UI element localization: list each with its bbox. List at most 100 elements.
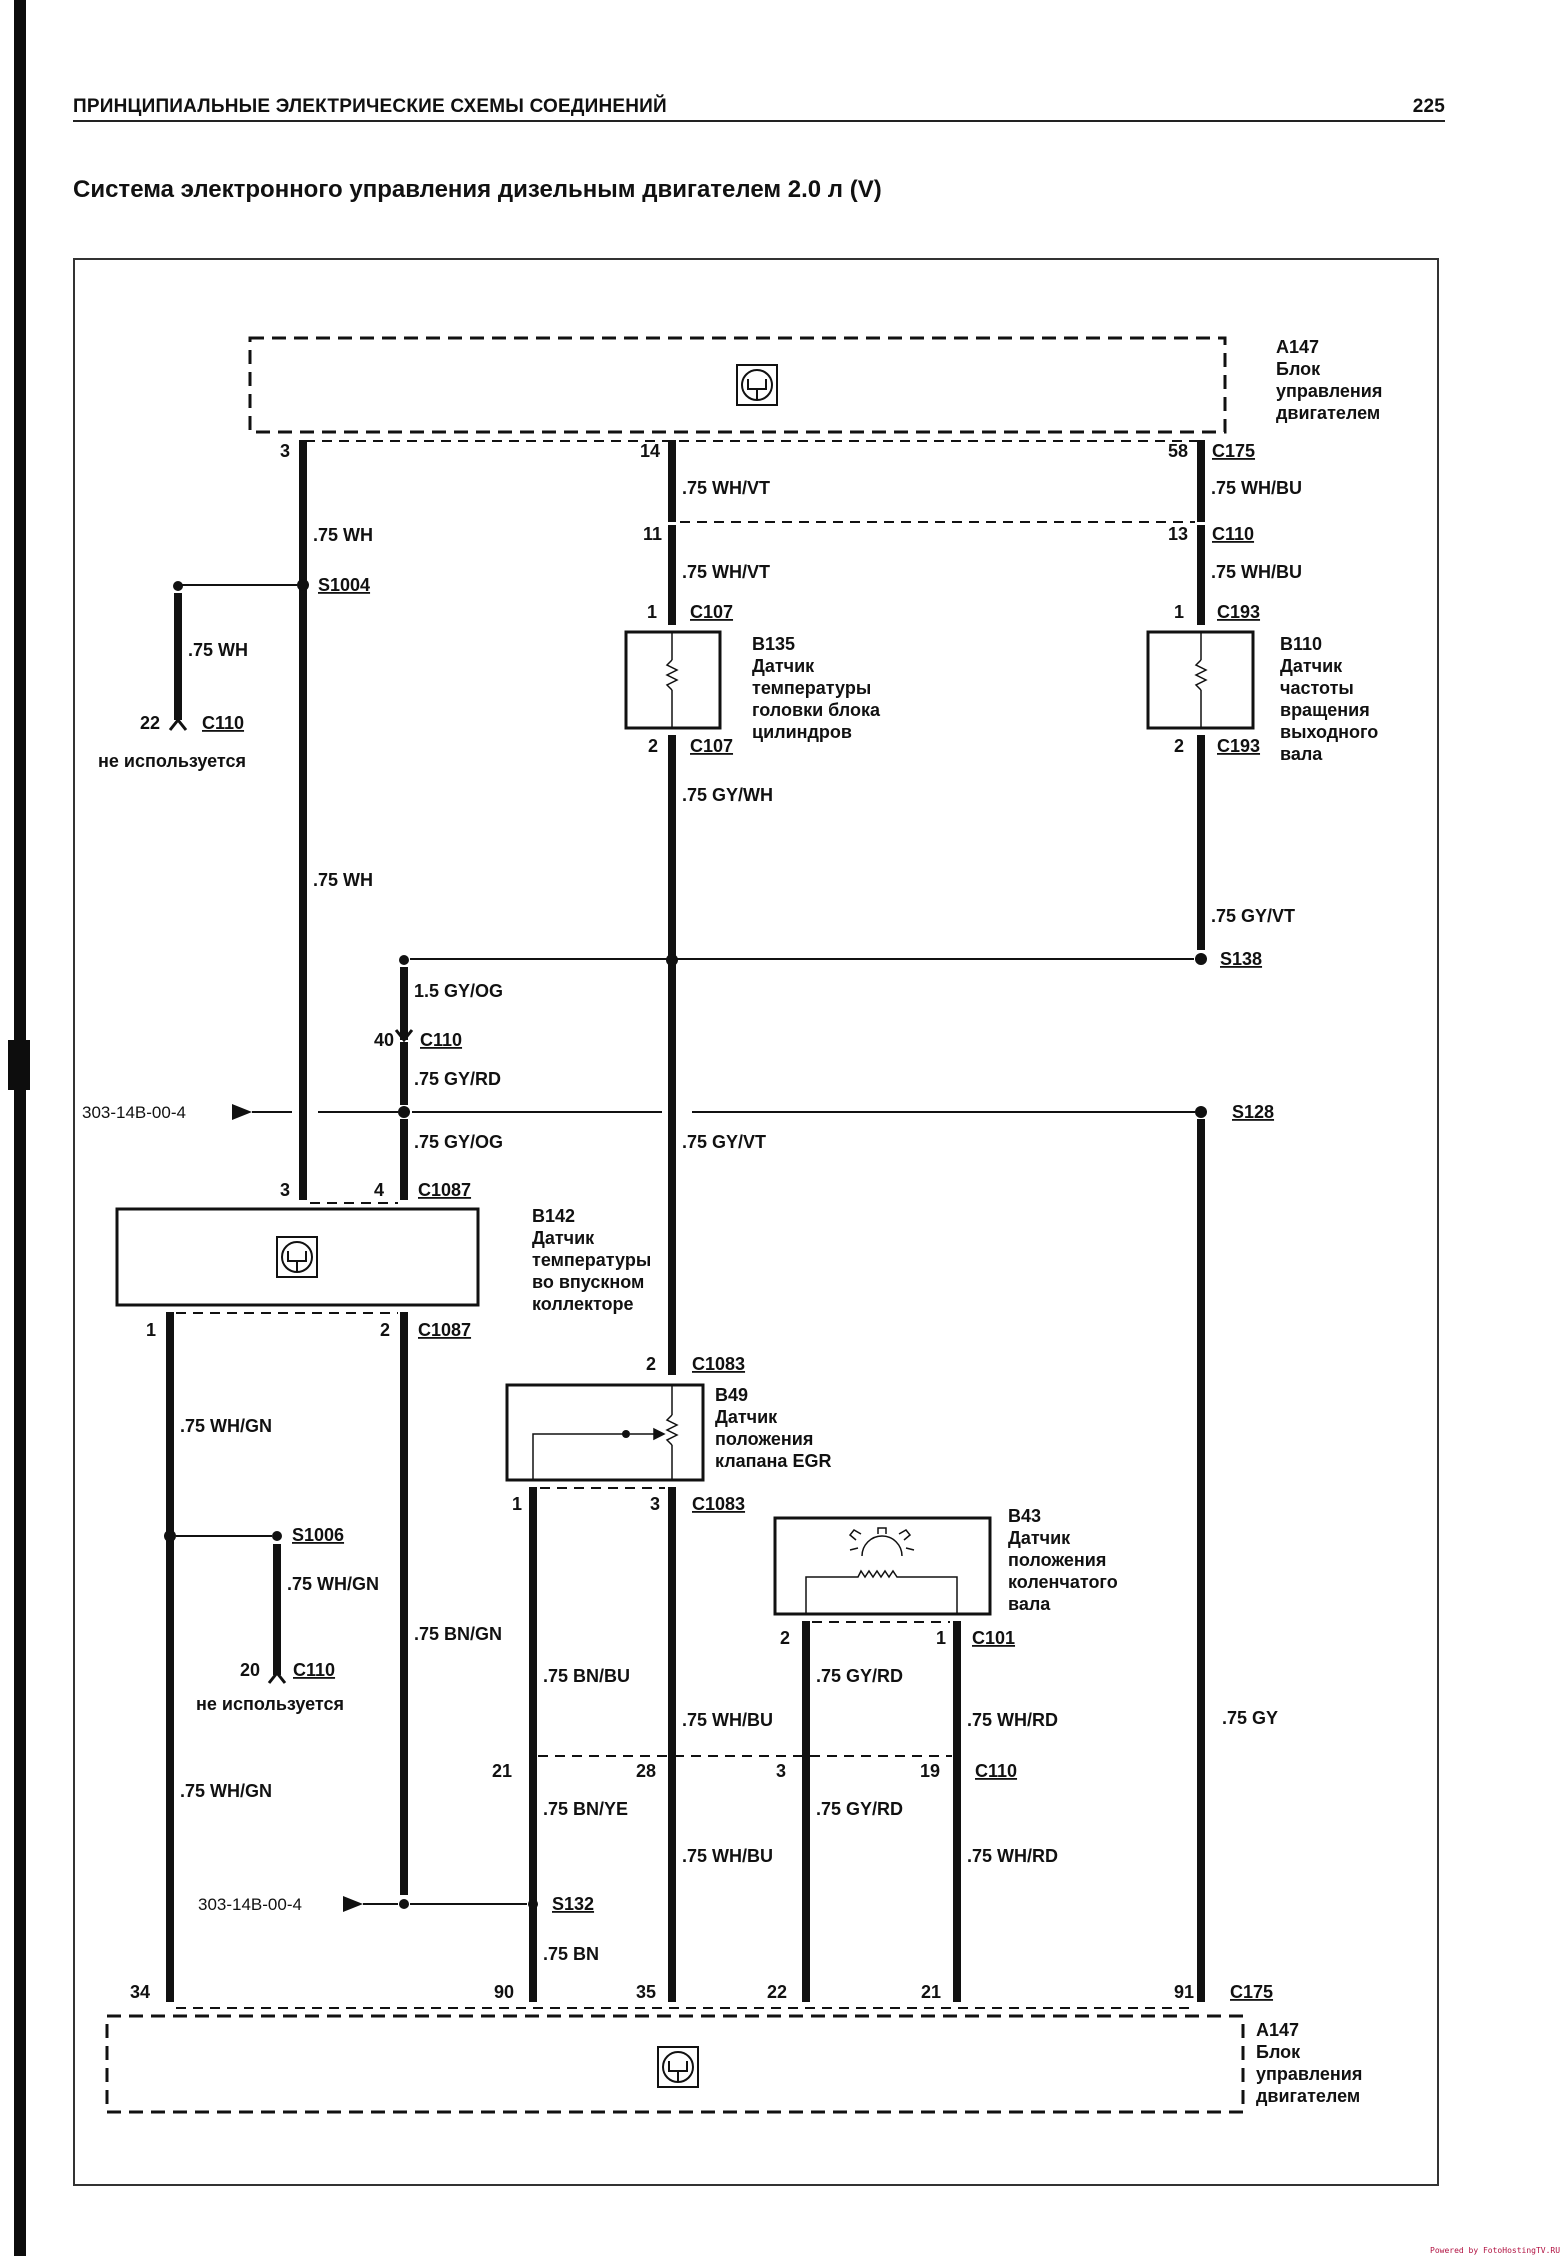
pin-label: 1 bbox=[647, 602, 657, 622]
wire-label: .75 WH/VT bbox=[682, 478, 770, 498]
ground-reference-label[interactable]: 303-14B-00-4 bbox=[82, 1103, 186, 1122]
sensor-b142: B142 Датчик температуры во впускном колл… bbox=[115, 1206, 651, 1314]
pin-label: 2 bbox=[646, 1354, 656, 1374]
pin-label: 11 bbox=[643, 524, 662, 544]
ecu-a147-top: A147 Блок управления двигателем bbox=[248, 336, 1382, 434]
wire-label: .75 WH/BU bbox=[1211, 478, 1302, 498]
component-desc: коллекторе bbox=[532, 1294, 634, 1314]
wire-label: .75 WH/GN bbox=[180, 1416, 272, 1436]
splice-dot bbox=[272, 1531, 282, 1541]
ecu-a147-bottom: A147 Блок управления двигателем bbox=[105, 2014, 1362, 2114]
book-binding-edge-mark bbox=[8, 1040, 30, 1090]
wire-label: 1.5 GY/OG bbox=[414, 981, 503, 1001]
component-id: B43 bbox=[1008, 1506, 1041, 1526]
wire-label: .75 WH/VT bbox=[682, 562, 770, 582]
pin-label: 22 bbox=[140, 713, 160, 733]
wire-label: .75 BN bbox=[543, 1944, 599, 1964]
running-header: ПРИНЦИПИАЛЬНЫЕ ЭЛЕКТРИЧЕСКИЕ СХЕМЫ СОЕДИ… bbox=[73, 96, 1445, 122]
component-desc: вращения bbox=[1280, 700, 1370, 720]
wire-label: .75 GY/RD bbox=[816, 1799, 903, 1819]
pin-label: 22 bbox=[767, 1982, 787, 2002]
wire-label: .75 WH/GN bbox=[287, 1574, 379, 1594]
connector-label-c101: C101 bbox=[972, 1628, 1015, 1648]
pin-label: 14 bbox=[640, 441, 660, 461]
splice-dot bbox=[666, 954, 678, 966]
pin-label: 34 bbox=[130, 1982, 150, 2002]
wire-label: .75 WH/BU bbox=[682, 1846, 773, 1866]
pin-label: 40 bbox=[374, 1030, 394, 1050]
splice-label-s128: S128 bbox=[1232, 1102, 1274, 1122]
connector-label-c1083: C1083 bbox=[692, 1494, 745, 1514]
splice-dot bbox=[1195, 1106, 1207, 1118]
pin-label: 90 bbox=[494, 1982, 514, 2002]
component-id: B135 bbox=[752, 634, 795, 654]
wire-label: .75 WH/RD bbox=[967, 1710, 1058, 1730]
resistor-icon bbox=[1194, 659, 1208, 691]
pin-label: 58 bbox=[1168, 441, 1188, 461]
component-desc: положения bbox=[1008, 1550, 1106, 1570]
component-desc: Блок bbox=[1276, 359, 1321, 379]
component-desc: Датчик bbox=[715, 1407, 778, 1427]
splice-dot bbox=[399, 955, 409, 965]
component-id: A147 bbox=[1256, 2020, 1299, 2040]
connector-label-c110: C110 bbox=[202, 713, 244, 733]
book-binding-edge bbox=[14, 0, 26, 2256]
gear-icon bbox=[848, 1527, 915, 1557]
connector-label-c107: C107 bbox=[690, 736, 733, 756]
wire-label: .75 BN/BU bbox=[543, 1666, 630, 1686]
watermark: Powered by FotoHostingTV.RU bbox=[1430, 2246, 1561, 2255]
reference-arrow-icon bbox=[232, 1104, 252, 1120]
component-id: B142 bbox=[532, 1206, 575, 1226]
pin-label: 20 bbox=[240, 1660, 260, 1680]
splice-dot bbox=[297, 579, 309, 591]
component-desc: клапана EGR bbox=[715, 1451, 831, 1471]
splice-dot bbox=[528, 1899, 538, 1909]
wire-label: .75 WH bbox=[313, 870, 373, 890]
connector-label-c193: C193 bbox=[1217, 602, 1260, 622]
unused-label: не используется bbox=[98, 751, 246, 771]
connector-label-c1083: C1083 bbox=[692, 1354, 745, 1374]
wire-label: .75 WH/BU bbox=[682, 1710, 773, 1730]
wire-label: .75 WH/BU bbox=[1211, 562, 1302, 582]
component-desc: температуры bbox=[532, 1250, 651, 1270]
component-desc: во впускном bbox=[532, 1272, 644, 1292]
connector-label-c110: C110 bbox=[975, 1761, 1017, 1781]
wire-label: .75 GY bbox=[1222, 1708, 1278, 1728]
component-desc: Датчик bbox=[752, 656, 815, 676]
wire-label: .75 GY/WH bbox=[682, 785, 773, 805]
wire-label: .75 GY/VT bbox=[682, 1132, 766, 1152]
connector-label-c193: C193 bbox=[1217, 736, 1260, 756]
component-desc: частоты bbox=[1280, 678, 1354, 698]
ground-reference-label[interactable]: 303-14B-00-4 bbox=[198, 1895, 302, 1914]
component-desc: цилиндров bbox=[752, 722, 852, 742]
connector-label-c1087: C1087 bbox=[418, 1180, 471, 1200]
component-desc: Датчик bbox=[532, 1228, 595, 1248]
wire-label: .75 BN/YE bbox=[543, 1799, 628, 1819]
component-desc: температуры bbox=[752, 678, 871, 698]
component-desc: управления bbox=[1256, 2064, 1362, 2084]
potentiometer-icon bbox=[665, 1414, 679, 1446]
connector-label-c110: C110 bbox=[420, 1030, 462, 1050]
splice-label-s138: S138 bbox=[1220, 949, 1262, 969]
wire-label: .75 GY/OG bbox=[414, 1132, 503, 1152]
page-title: Система электронного управления дизельны… bbox=[73, 176, 882, 203]
connector-label-c175: C175 bbox=[1212, 441, 1255, 461]
ecu-icon bbox=[657, 2046, 699, 2088]
component-desc: коленчатого bbox=[1008, 1572, 1118, 1592]
pin-label: 2 bbox=[648, 736, 658, 756]
pin-label: 28 bbox=[636, 1761, 656, 1781]
pin-label: 2 bbox=[780, 1628, 790, 1648]
unused-label: не используется bbox=[196, 1694, 344, 1714]
sensor-b135: B135 Датчик температуры головки блока ци… bbox=[624, 630, 881, 742]
pin-label: 19 bbox=[920, 1761, 940, 1781]
wire-label: .75 WH bbox=[313, 525, 373, 545]
wire-label: .75 BN/GN bbox=[414, 1624, 502, 1644]
component-id: A147 bbox=[1276, 337, 1319, 357]
pin-label: 2 bbox=[1174, 736, 1184, 756]
pin-label: 35 bbox=[636, 1982, 656, 2002]
splice-label-s132: S132 bbox=[552, 1894, 594, 1914]
transistor-icon bbox=[276, 1236, 318, 1278]
wire-label: .75 WH/GN bbox=[180, 1781, 272, 1801]
reference-arrow-icon bbox=[343, 1896, 363, 1912]
